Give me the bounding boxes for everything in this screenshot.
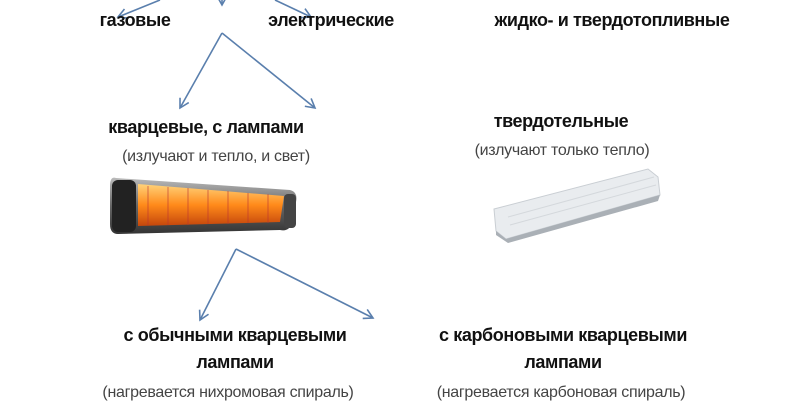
label-solid: твердотельные <box>493 111 629 131</box>
label-gas: газовые <box>99 10 171 30</box>
label-fuel: жидко- и твердотопливные <box>494 10 730 30</box>
label-ordinary-line1: с обычными кварцевыми <box>123 325 347 345</box>
arrow-to-carbon <box>235 248 375 320</box>
arrow-to-fuel <box>274 0 313 19</box>
label-quartz: кварцевые, с лампами <box>108 117 304 137</box>
arrow-to-ordinary <box>198 248 237 322</box>
note-carbon: (нагревается карбоновая спираль) <box>436 384 686 401</box>
label-carbon-line1: с карбоновыми кварцевыми <box>439 325 687 345</box>
label-electric: электрические <box>268 10 394 30</box>
note-solid: (излучают только тепло) <box>474 142 650 159</box>
arrow-to-quartz <box>179 32 223 110</box>
label-carbon-line2: лампами <box>524 352 602 372</box>
label-ordinary-line2: лампами <box>196 352 274 372</box>
note-quartz: (излучают и тепло, и свет) <box>122 148 310 165</box>
solid-state-heater-image <box>493 168 661 243</box>
quartz-heater-image <box>110 177 297 234</box>
arrow-to-gas <box>116 0 161 20</box>
arrow-to-solid <box>221 32 317 110</box>
note-ordinary: (нагревается нихромовая спираль) <box>102 384 354 401</box>
